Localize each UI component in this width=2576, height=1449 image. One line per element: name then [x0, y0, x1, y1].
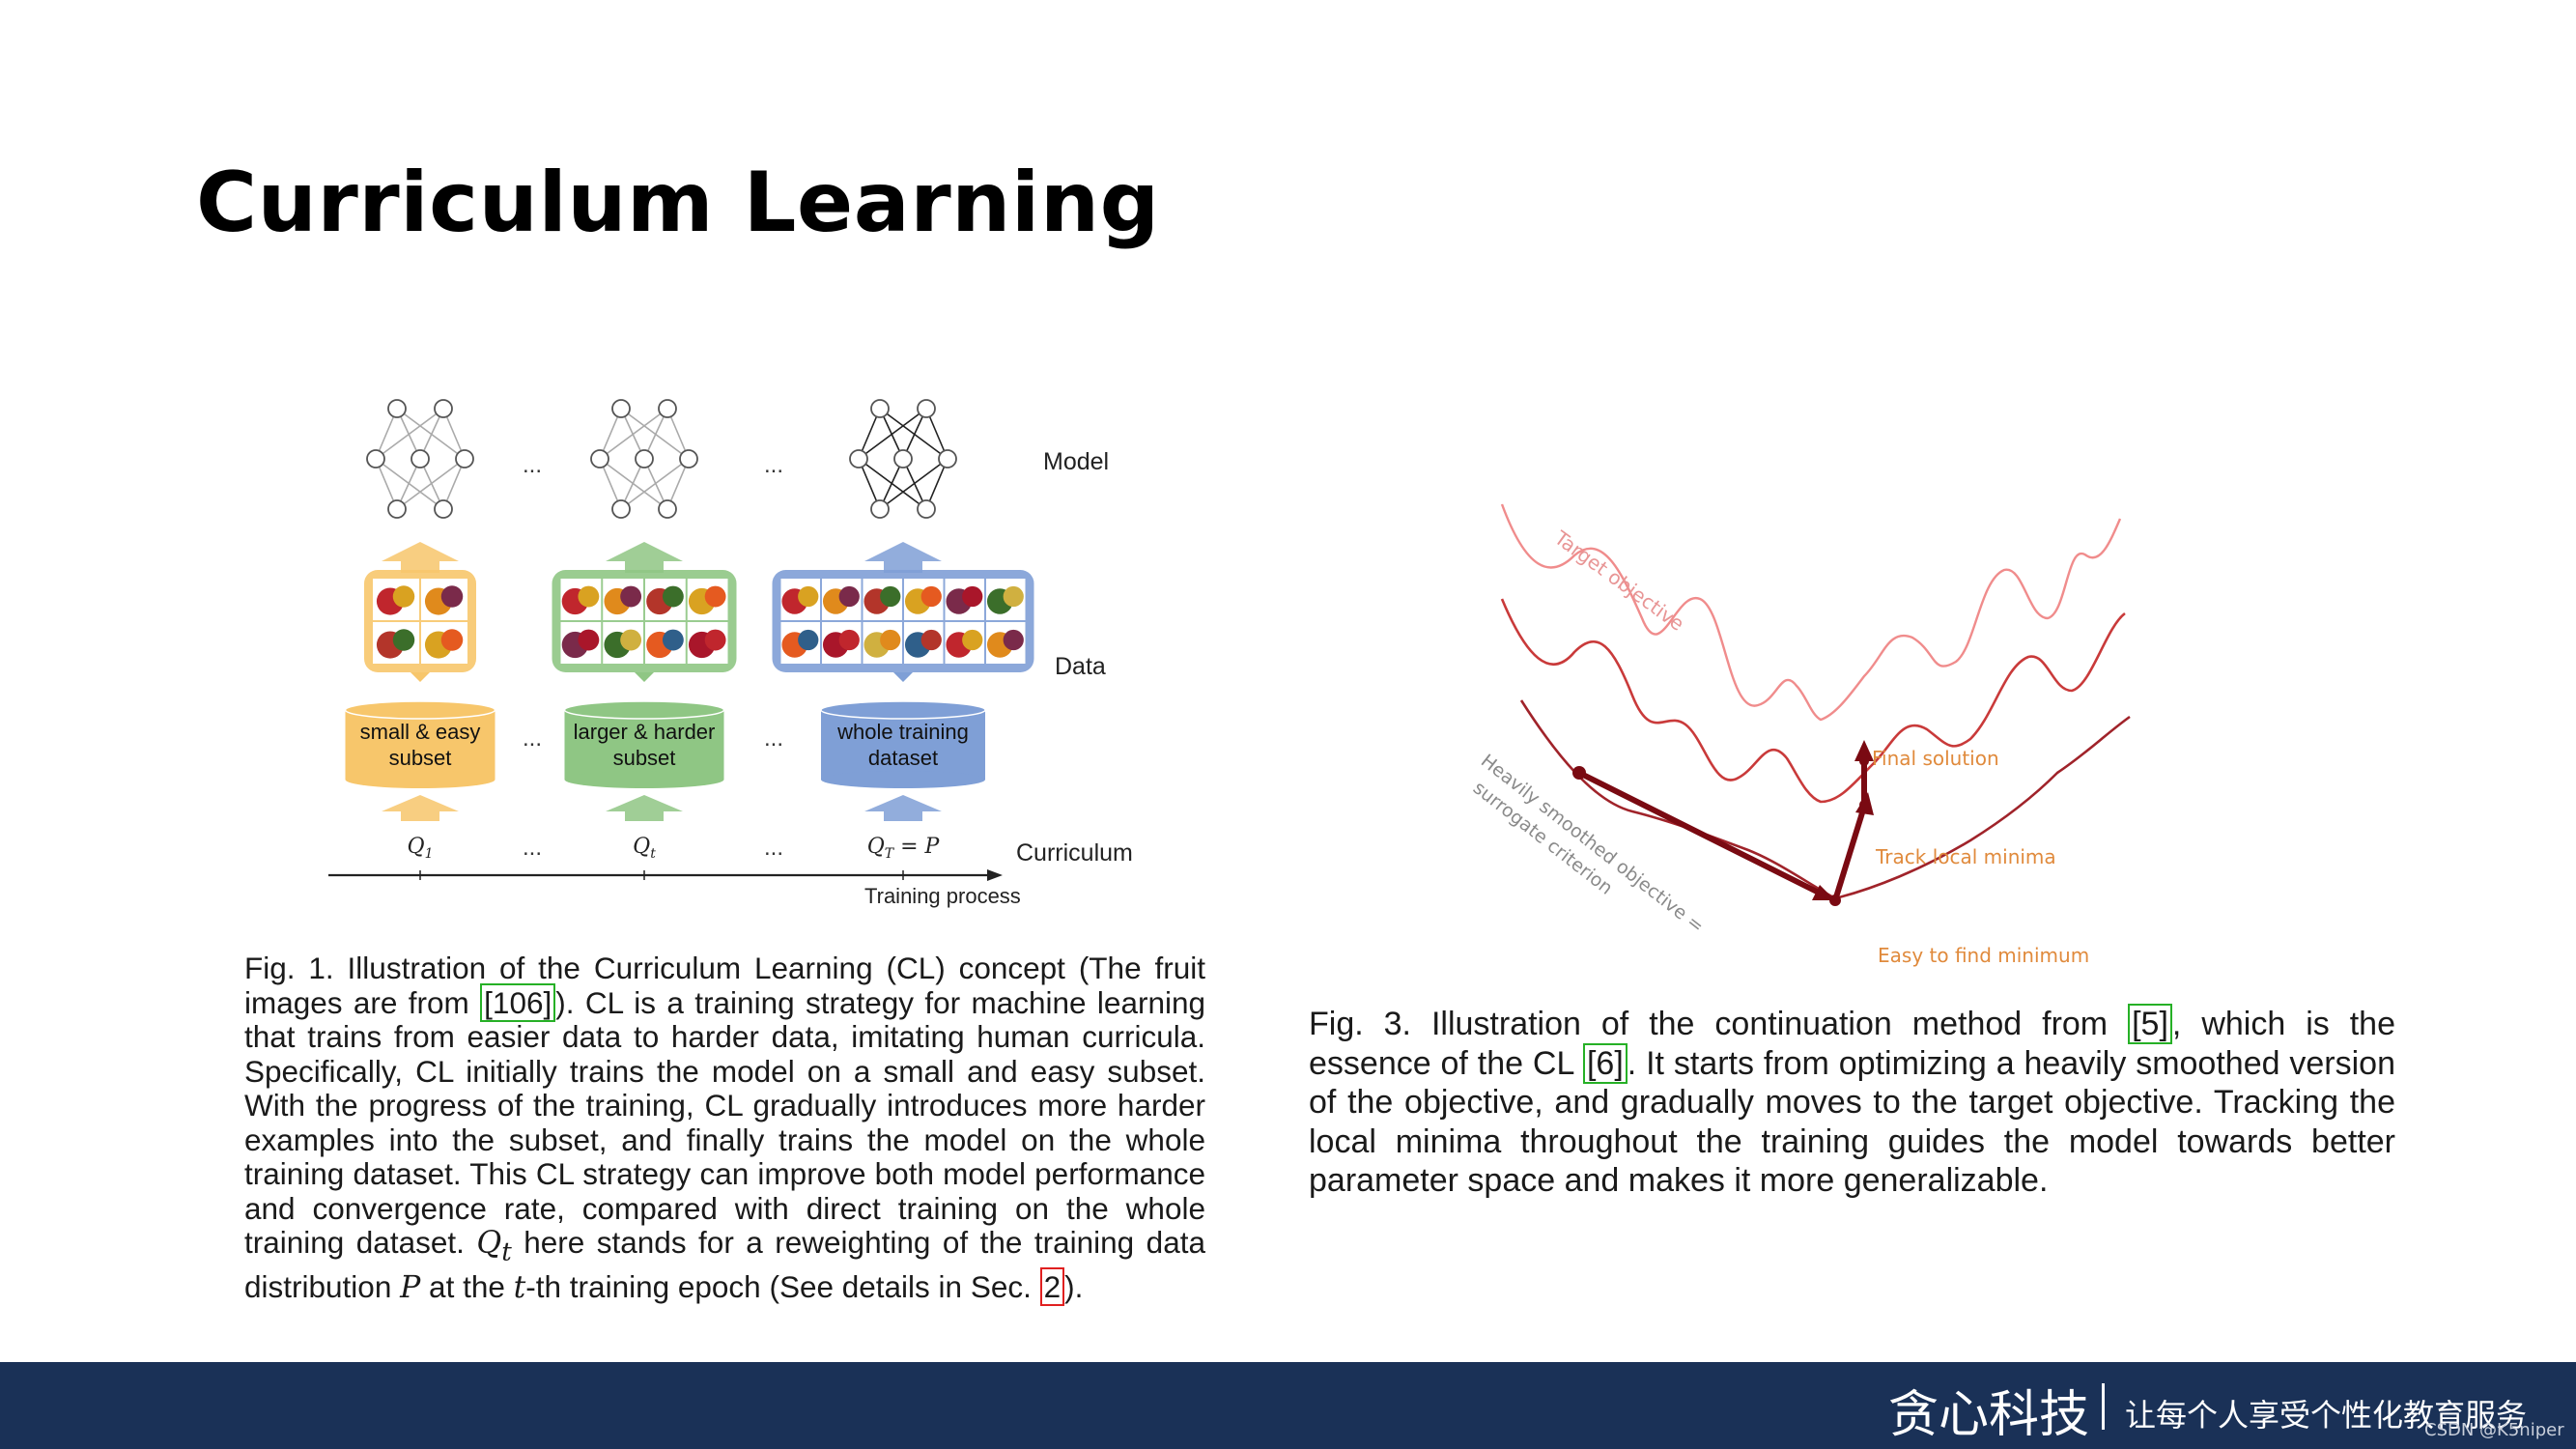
ellipsis: ... [523, 452, 542, 478]
path-arrow-4-head [1854, 740, 1874, 761]
curriculum-label: Curriculum [1016, 839, 1133, 867]
fruit-image [920, 585, 942, 608]
fruit-image [662, 629, 684, 651]
fruit-image [620, 585, 642, 608]
fruit-image [662, 585, 684, 608]
up-arrow-icon [382, 542, 459, 573]
path-arrow-2 [1578, 771, 1831, 900]
ellipsis: ... [764, 725, 783, 752]
section-link[interactable]: 2 [1039, 1266, 1065, 1306]
subset-label: subset [613, 746, 676, 770]
easy-minimum-point [1829, 895, 1841, 906]
footer-divider [2102, 1383, 2105, 1430]
subset-label: small & easy [360, 720, 481, 744]
fruit-image [1003, 629, 1024, 651]
curriculum-q-label: QT = P [867, 835, 941, 862]
fruit-image [704, 629, 726, 651]
model-label: Model [1043, 448, 1109, 475]
fruit-image [798, 585, 819, 608]
figure3-caption: Fig. 3. Illustration of the continuation… [1309, 1004, 2395, 1199]
fruit-image [838, 585, 860, 608]
training-axis-arrow [987, 869, 1003, 881]
reference-link[interactable]: [106] [480, 982, 556, 1022]
neural-network-icon [590, 399, 698, 519]
continuation-method-plot: Target objective Heavily smoothed object… [1469, 503, 2131, 967]
ellipsis-dots: .................. [523, 452, 783, 861]
fruit-image [880, 629, 901, 651]
figure1-caption: Fig. 1. Illustration of the Curriculum L… [244, 951, 1206, 1306]
fruit-image [962, 629, 983, 651]
fruit-image [1003, 585, 1024, 608]
fruit-image [920, 629, 942, 651]
subset-label: whole training [836, 720, 969, 744]
fruit-image [704, 585, 726, 608]
fruit-image [440, 585, 464, 608]
curriculum-diagram: Model Data Curriculum small & easysubset… [328, 399, 1133, 908]
training-process-label: Training process [864, 884, 1021, 908]
easy-minimum-label: Easy to find minimum [1878, 944, 2089, 967]
fruit-image [440, 629, 464, 651]
fruit-image [392, 629, 415, 651]
dataset-cylinder [345, 710, 495, 780]
reference-link[interactable]: [6] [1582, 1042, 1628, 1084]
up-arrow-icon [382, 795, 459, 821]
up-arrow-icon [864, 542, 942, 573]
fruit-image [392, 585, 415, 608]
fruit-image [962, 585, 983, 608]
ellipsis: ... [764, 452, 783, 478]
fruit-image [620, 629, 642, 651]
brand-slogan: 让每个人享受个性化教育服务 [2125, 1397, 2528, 1434]
fruit-image [578, 585, 600, 608]
subset-label: larger & harder [574, 720, 716, 744]
smoothed-objective-curve [1519, 699, 2131, 900]
local-minimum-point [1859, 800, 1869, 810]
neural-network-icon [366, 399, 474, 519]
start-point [1572, 766, 1586, 780]
up-arrow-icon [606, 542, 683, 573]
final-solution-label: Final solution [1872, 747, 1999, 770]
path-arrow-3 [1832, 806, 1867, 901]
ellipsis: ... [523, 725, 542, 752]
dataset-cylinder [564, 710, 724, 780]
track-local-minima-label: Track local minima [1875, 845, 2056, 868]
slide-title: Curriculum Learning [196, 155, 1160, 251]
subset-label: subset [389, 746, 452, 770]
curriculum-q-label: Qt [633, 835, 656, 862]
fruit-image [578, 629, 600, 651]
neural-network-icon [849, 399, 957, 519]
watermark: CSDN @K5niper [2424, 1420, 2564, 1440]
brand-name: 贪心科技 [1888, 1386, 2090, 1444]
target-objective-curve [1500, 503, 2122, 722]
intermediate-objective-curve [1500, 598, 2126, 804]
target-objective-label: Target objective [1549, 526, 1688, 636]
footer-bar [0, 1362, 2576, 1449]
up-arrow-icon [864, 795, 942, 821]
subset-label: dataset [868, 746, 938, 770]
curriculum-q-label: Q1 [408, 835, 434, 862]
dataset-cylinder [821, 710, 985, 780]
model-networks [366, 399, 957, 519]
final-solution-point [1859, 756, 1869, 766]
up-arrow-icon [606, 795, 683, 821]
fruit-image [798, 629, 819, 651]
ellipsis: ... [764, 835, 783, 861]
fruit-image [838, 629, 860, 651]
data-label: Data [1055, 653, 1106, 680]
fruit-image [880, 585, 901, 608]
reference-link[interactable]: [5] [2128, 1004, 2172, 1044]
ellipsis: ... [523, 835, 542, 861]
